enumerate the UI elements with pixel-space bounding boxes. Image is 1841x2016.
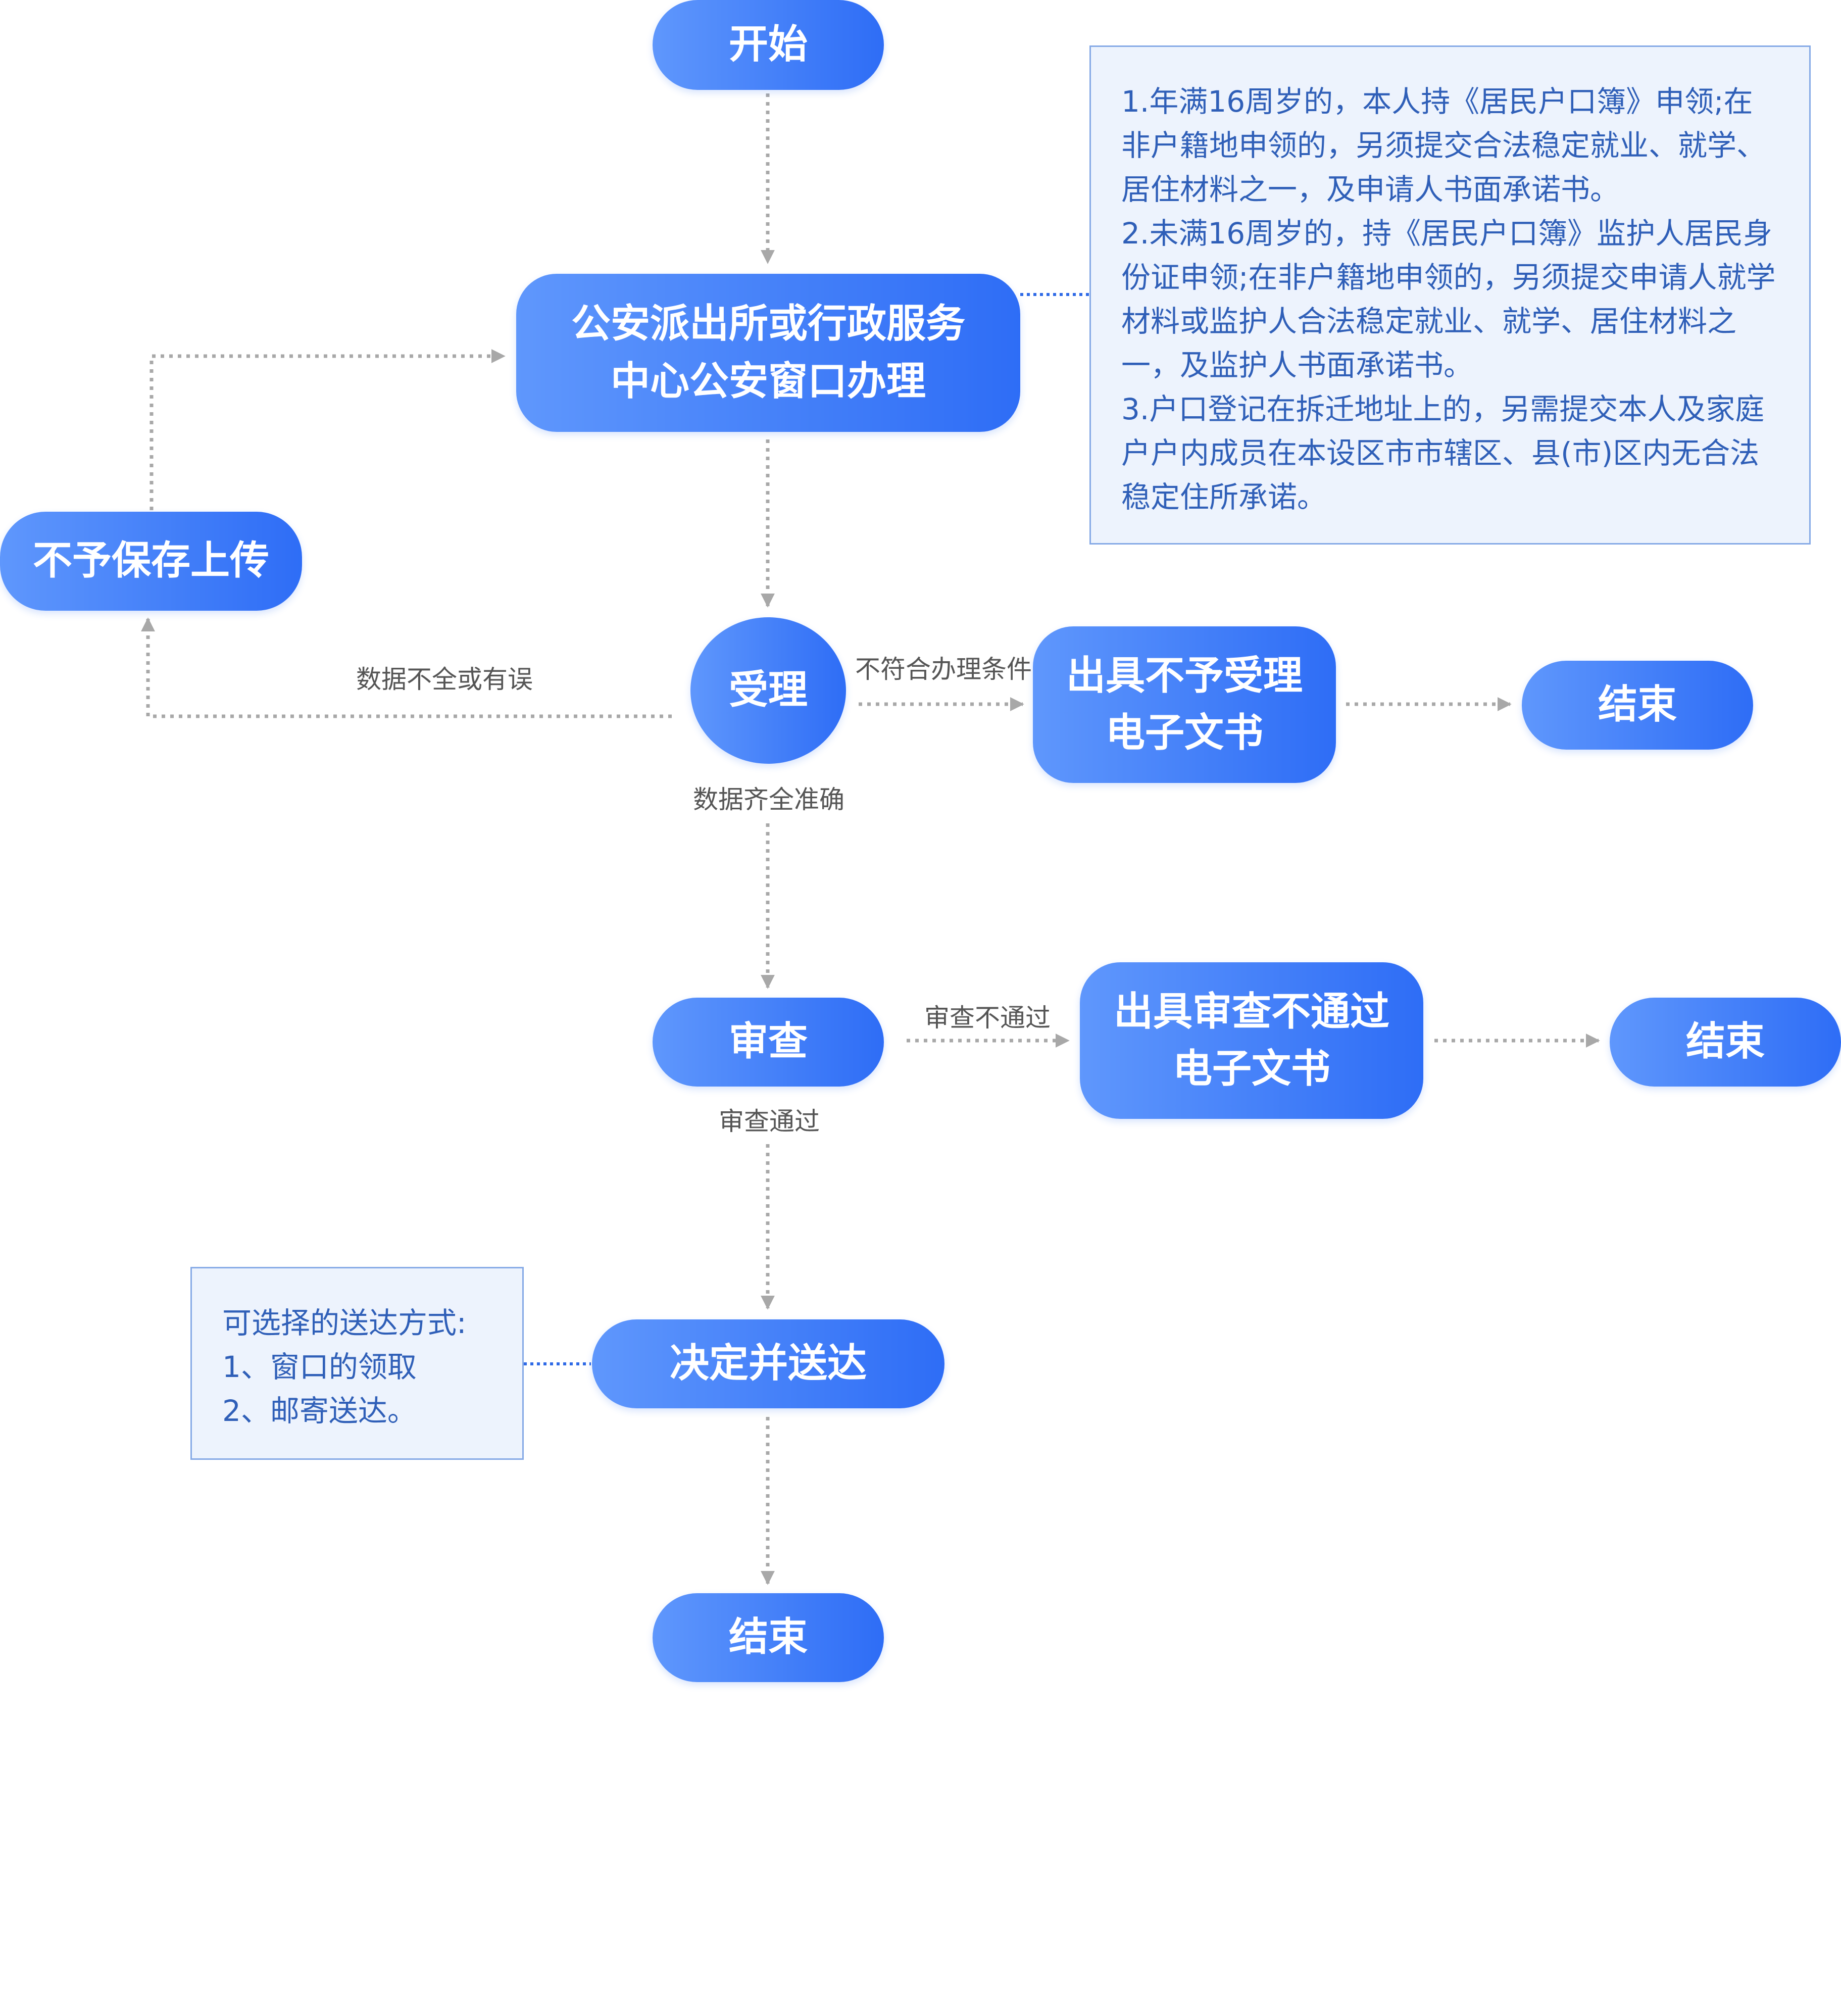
review-fail-doc-node[interactable]: 出具审查不通过 电子文书 bbox=[1080, 962, 1423, 1119]
delivery-note: 可选择的送达方式: 1、窗口的领取 2、邮寄送达。 bbox=[190, 1267, 524, 1460]
end-node-3[interactable]: 结束 bbox=[653, 1593, 884, 1682]
window-process-node[interactable]: 公安派出所或行政服务 中心公安窗口办理 bbox=[516, 274, 1020, 432]
review-node[interactable]: 审查 bbox=[653, 998, 884, 1087]
arrow-accept-to-reject-upload bbox=[141, 617, 672, 718]
end-node-1[interactable]: 结束 bbox=[1522, 661, 1753, 750]
end-node-2[interactable]: 结束 bbox=[1610, 998, 1841, 1087]
no-accept-doc-node[interactable]: 出具不予受理 电子文书 bbox=[1033, 626, 1336, 783]
edge-label-data-incomplete: 数据不全或有误 bbox=[356, 665, 533, 694]
edge-label-not-eligible: 不符合办理条件 bbox=[855, 655, 1032, 684]
requirements-note: 1.年满16周岁的，本人持《居民户口簿》申领;在非户籍地申领的，另须提交合法稳定… bbox=[1089, 45, 1811, 545]
edge-label-review-fail: 审查不通过 bbox=[924, 1003, 1051, 1032]
arrow-reject-upload-to-window bbox=[150, 349, 506, 510]
start-node[interactable]: 开始 bbox=[653, 0, 884, 90]
edge-label-review-pass: 审查通过 bbox=[719, 1107, 820, 1136]
decide-send-node[interactable]: 决定并送达 bbox=[592, 1319, 944, 1408]
accept-node[interactable]: 受理 bbox=[690, 617, 846, 764]
edge-label-data-complete: 数据齐全准确 bbox=[693, 785, 844, 814]
reject-upload-node[interactable]: 不予保存上传 bbox=[0, 512, 302, 611]
